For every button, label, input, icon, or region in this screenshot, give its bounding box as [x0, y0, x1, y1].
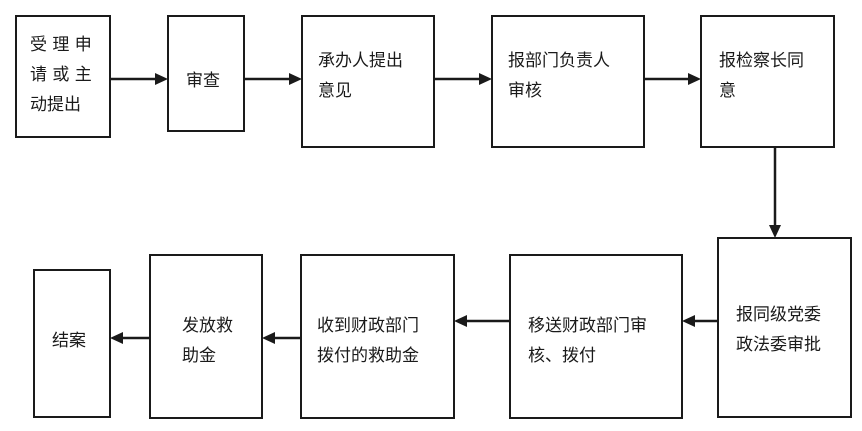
step-box [300, 254, 455, 419]
step-box [491, 15, 645, 148]
arrow-head [682, 315, 695, 327]
step-box [700, 15, 835, 148]
step-box [301, 15, 435, 148]
step-label-line: 受 理 申 [30, 35, 92, 55]
arrow-n5-to-n6 [769, 147, 781, 238]
arrow-head [479, 73, 492, 85]
arrow-n1-to-n2 [110, 73, 168, 85]
step-label-line: 意见 [318, 81, 352, 101]
step-label-line: 收到财政部门 [317, 316, 419, 336]
step-label-line: 动提出 [30, 95, 81, 115]
arrow-n8-to-n9 [262, 332, 301, 344]
step-box [15, 15, 111, 138]
step-label-line: 拨付的救助金 [317, 346, 419, 366]
step-label-line: 审核 [508, 81, 542, 101]
step-label-line: 请 或 主 [30, 65, 92, 85]
arrow-n7-to-n8 [454, 315, 510, 327]
process-step-2: 审查 [167, 15, 245, 132]
step-label-line: 意 [719, 81, 736, 101]
edges-layer [110, 73, 781, 344]
arrow-n6-to-n7 [682, 315, 718, 327]
step-box [509, 254, 683, 419]
step-label-line: 发放救 [182, 316, 233, 336]
step-label-line: 审查 [186, 71, 220, 91]
arrow-head [454, 315, 467, 327]
arrow-head [769, 225, 781, 238]
step-label-line: 报部门负责人 [508, 51, 610, 71]
arrow-n3-to-n4 [434, 73, 492, 85]
step-box [33, 269, 111, 418]
arrow-head [110, 332, 123, 344]
arrow-head [262, 332, 275, 344]
arrow-n9-to-n10 [110, 332, 150, 344]
step-box [149, 254, 263, 419]
arrow-head [289, 73, 302, 85]
arrow-head [688, 73, 701, 85]
arrow-head [155, 73, 168, 85]
step-label-line: 助金 [182, 346, 216, 366]
process-step-10: 结案 [33, 269, 111, 418]
step-label-line: 核、拨付 [528, 346, 596, 366]
arrow-n2-to-n3 [244, 73, 302, 85]
step-label-line: 结案 [52, 331, 86, 351]
step-label-line: 报检察长同 [719, 51, 804, 71]
step-label-line: 移送财政部门审 [528, 316, 647, 336]
step-label-line: 政法委审批 [736, 335, 821, 355]
step-label-line: 承办人提出 [318, 51, 403, 71]
step-box [167, 15, 245, 132]
step-label-line: 报同级党委 [736, 305, 821, 325]
nodes-layer: 受 理 申请 或 主动提出审查承办人提出意见报部门负责人审核报检察长同意报同级党… [15, 15, 852, 419]
arrow-n4-to-n5 [644, 73, 701, 85]
step-box [717, 237, 852, 418]
